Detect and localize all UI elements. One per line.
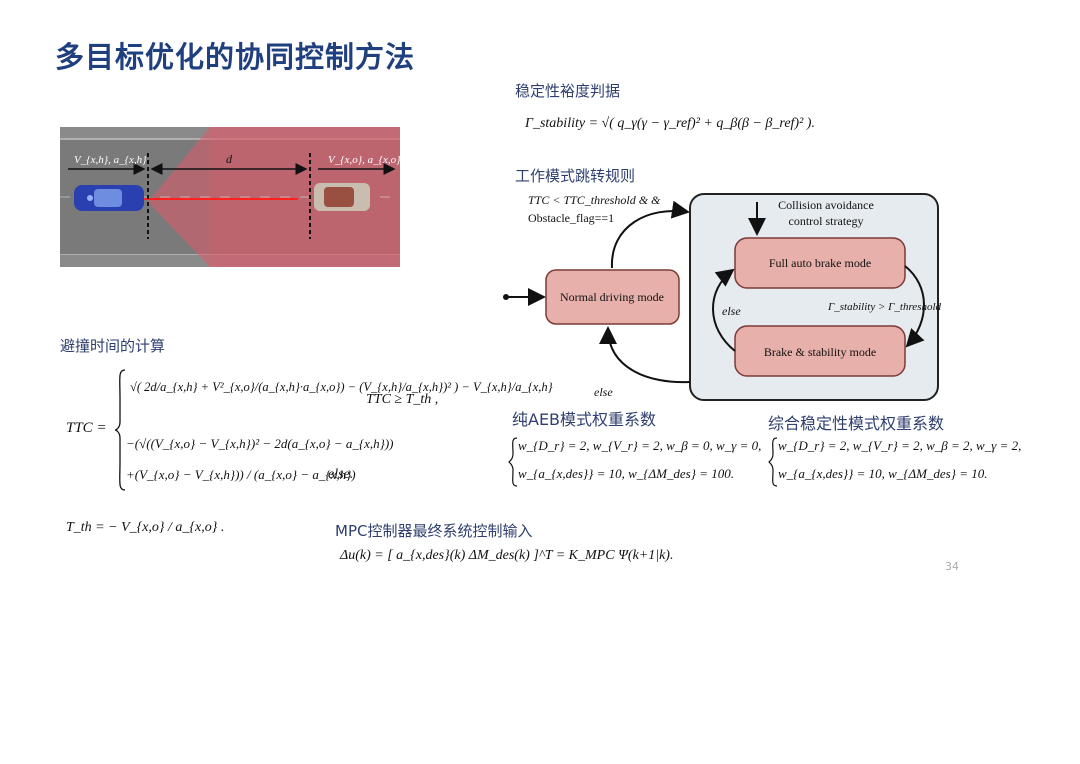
combined-weights-heading: 综合稳定性模式权重系数 [768,414,945,433]
obstacle-velocity-label: V_{x,o}, a_{x,o} [328,154,400,166]
else-inner-label: else [722,304,741,318]
combined-weights-brace [768,437,778,487]
mode-state-diagram: TTC < TTC_threshold & & Obstacle_flag==1… [503,193,942,401]
ego-velocity-label: V_{x,h}, a_{x,h} [74,154,147,166]
strategy-label-line1: Collision avoidance [778,198,874,212]
ttc-case2-condition: else. [328,467,354,482]
road-scene-figure: V_{x,h}, a_{x,h} d V_{x,o}, a_{x,o} [60,127,400,267]
stability-transition-condition: Γ_stability > Γ_threshold [827,301,942,313]
ttc-case-brace [114,369,126,491]
aeb-weights-heading: 纯AEB模式权重系数 [512,410,657,429]
aeb-weights-brace [508,437,518,487]
page-number: 34 [945,560,959,573]
mpc-control-formula: Δu(k) = [ a_{x,des}(k) ΔM_des(k) ]^T = K… [340,548,674,563]
stability-formula: Γ_stability = √( q_γ(γ − γ_ref)² + q_β(β… [525,116,815,131]
aeb-weights-line2: w_{a_{x,des}} = 10, w_{ΔM_des} = 100. [518,466,734,481]
ttc-heading: 避撞时间的计算 [60,337,166,355]
full-auto-brake-mode-label: Full auto brake mode [769,256,871,270]
ttc-case1-condition: TTC ≥ T_th , [366,392,439,407]
mode-switch-heading: 工作模式跳转规则 [515,167,636,185]
transition-condition-ttc: TTC < TTC_threshold & & [528,193,661,207]
ttc-case2-line2: +(V_{x,o} − V_{x,h})) / (a_{x,o} − a_{x,… [126,467,356,482]
ttc-lhs: TTC = [66,420,107,436]
normal-driving-mode-node [545,269,680,325]
gap-distance-label: d [226,152,233,166]
else-outer-label: else [594,385,613,399]
obstacle-car-icon [314,183,370,211]
ego-car-icon [74,185,144,211]
slide-title: 多目标优化的协同控制方法 [55,40,416,74]
stability-heading: 稳定性裕度判据 [515,82,621,100]
ttc-case1-expression: √( 2d/a_{x,h} + V²_{x,o}/(a_{x,h}·a_{x,o… [130,380,553,394]
transition-condition-obstacle: Obstacle_flag==1 [528,211,614,225]
combined-weights-line2: w_{a_{x,des}} = 10, w_{ΔM_des} = 10. [778,466,988,481]
mpc-heading: MPC控制器最终系统控制输入 [335,522,533,540]
strategy-label-line2: control strategy [789,214,864,228]
ttc-threshold-formula: T_th = − V_{x,o} / a_{x,o} . [66,520,225,535]
combined-weights-line1: w_{D_r} = 2, w_{V_r} = 2, w_β = 2, w_γ =… [778,438,1022,453]
full-auto-brake-mode-node [734,237,906,289]
aeb-weights-line1: w_{D_r} = 2, w_{V_r} = 2, w_β = 0, w_γ =… [518,438,762,453]
ttc-case2-line1: −(√((V_{x,o} − V_{x,h})² − 2d(a_{x,o} − … [126,436,394,451]
brake-stability-mode-label: Brake & stability mode [764,345,876,359]
normal-driving-mode-label: Normal driving mode [560,290,664,304]
